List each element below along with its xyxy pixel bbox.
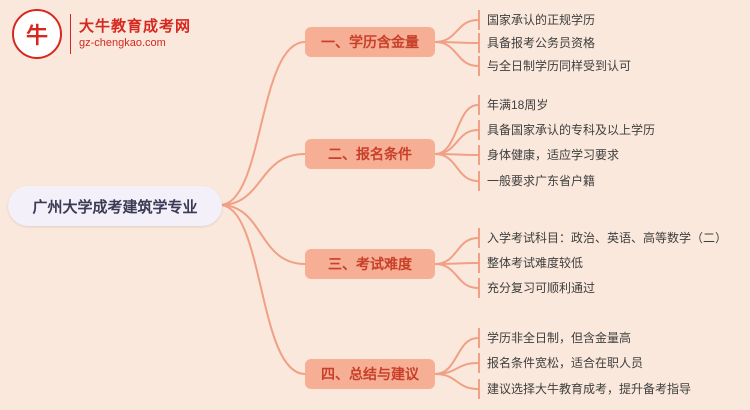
ox-logo-icon: 牛 [12,9,62,59]
leaf-item: 年满18周岁 [478,95,548,115]
branch-summary-advice: 四、总结与建议 [305,359,435,389]
leaf-item: 报名条件宽松，适合在职人员 [478,353,643,373]
leaf-item: 整体考试难度较低 [478,253,583,273]
leaf-item: 具备报考公务员资格 [478,33,595,53]
site-name: 大牛教育成考网 [79,18,192,35]
leaf-item: 充分复习可顺利通过 [478,278,595,298]
branch-requirements: 二、报名条件 [305,139,435,169]
site-logo: 牛 大牛教育成考网 gz-chengkao.com [12,9,191,59]
leaf-item: 身体健康，适应学习要求 [478,145,619,165]
leaf-item: 具备国家承认的专科及以上学历 [478,120,655,140]
leaf-item: 与全日制学历同样受到认可 [478,56,631,76]
ox-glyph: 牛 [25,23,48,48]
branch-education-value: 一、学历含金量 [305,27,435,57]
logo-divider [70,14,71,54]
branch-exam-difficulty: 三、考试难度 [305,249,435,279]
leaf-item: 建议选择大牛教育成考，提升备考指导 [478,379,691,399]
site-url: gz-chengkao.com [79,37,166,49]
leaf-item: 学历非全日制，但含金量高 [478,328,631,348]
leaf-item: 一般要求广东省户籍 [478,171,595,191]
root-topic: 广州大学成考建筑学专业 [8,186,222,226]
leaf-item: 国家承认的正规学历 [478,10,595,30]
leaf-item: 入学考试科目：政治、英语、高等数学（二） [478,228,727,248]
